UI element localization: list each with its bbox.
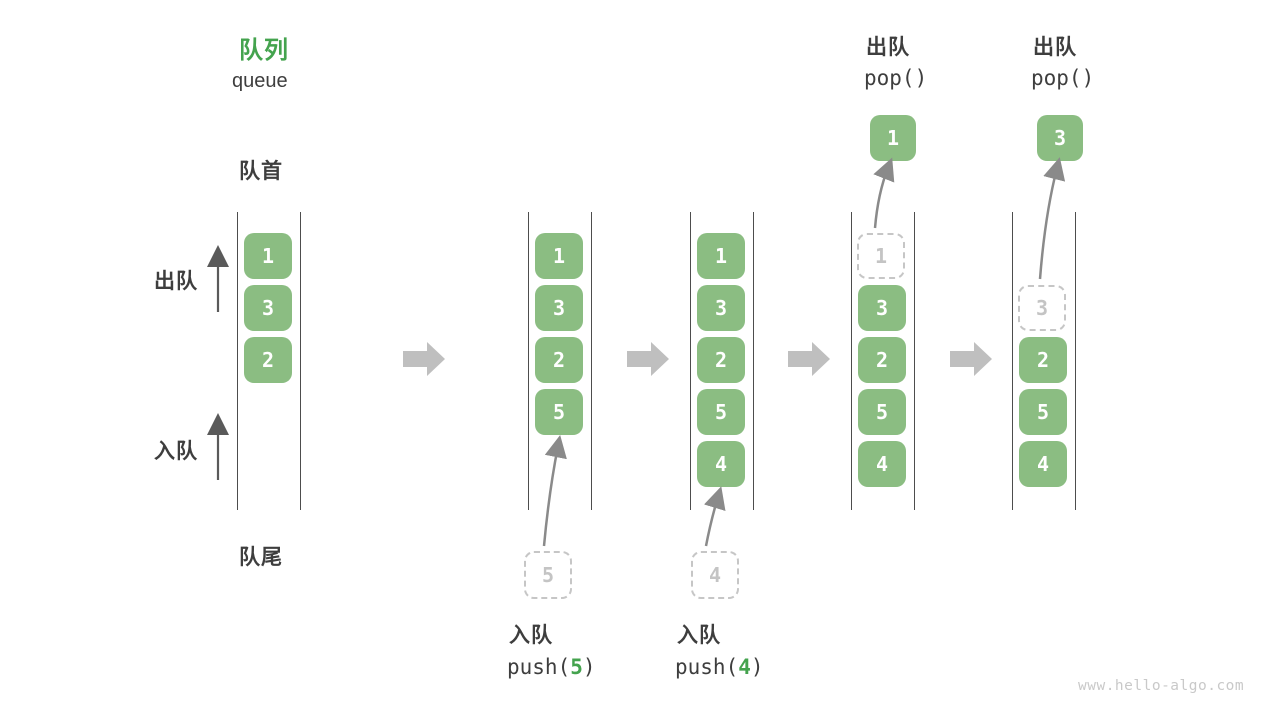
queue-cell: 1: [535, 233, 583, 279]
diagram-title-en: queue: [232, 70, 288, 92]
queue-cell: 3: [697, 285, 745, 331]
queue-cell: 3: [535, 285, 583, 331]
queue-cell: 3: [858, 285, 906, 331]
code-push-5-close: ): [582, 655, 596, 679]
queue-cell: 5: [858, 389, 906, 435]
code-push-5-arg: 5: [570, 655, 583, 679]
code-pop-1: pop(): [864, 66, 928, 90]
label-enqueue-left: 入队: [154, 440, 198, 463]
queue-cell: 2: [244, 337, 292, 383]
label-queue-rear: 队尾: [239, 546, 283, 569]
step-arrow-icon-2: [627, 342, 669, 376]
step-arrow-icon-1: [403, 342, 445, 376]
queue-cell: 2: [697, 337, 745, 383]
queue-cell: 2: [1019, 337, 1067, 383]
popped-box-3: 3: [1037, 115, 1083, 161]
queue-column-1: 1 3 2: [237, 212, 301, 510]
queue-cell: 1: [244, 233, 292, 279]
watermark: www.hello-algo.com: [1078, 678, 1245, 694]
diagram-title-zh: 队列: [239, 37, 289, 64]
queue-column-2: 1 3 2 5: [528, 212, 592, 510]
queue-cell: 4: [1019, 441, 1067, 487]
code-push-4-close: ): [750, 655, 764, 679]
queue-cell: 2: [535, 337, 583, 383]
code-push-4-arg: 4: [738, 655, 751, 679]
code-push-5: push(5): [507, 655, 596, 679]
queue-cell: 5: [1019, 389, 1067, 435]
queue-column-5: 3 2 5 4: [1012, 212, 1076, 510]
code-push-4: push(4): [675, 655, 764, 679]
step-arrow-icon-3: [788, 342, 830, 376]
queue-cell: 3: [244, 285, 292, 331]
queue-cell: 5: [535, 389, 583, 435]
code-push-4-fn: push(: [675, 655, 739, 679]
queue-cell: 4: [697, 441, 745, 487]
step-arrow-icon-4: [950, 342, 992, 376]
code-pop-2: pop(): [1031, 66, 1095, 90]
queue-cell: 1: [697, 233, 745, 279]
queue-cell: 3: [1018, 285, 1066, 331]
label-dequeue-op-2: 出队: [1033, 36, 1077, 59]
label-enqueue-op-2: 入队: [677, 624, 721, 647]
queue-cell: 1: [857, 233, 905, 279]
queue-cell: 5: [697, 389, 745, 435]
label-dequeue-op-1: 出队: [866, 36, 910, 59]
popped-box-1: 1: [870, 115, 916, 161]
label-dequeue-left: 出队: [154, 270, 198, 293]
queue-cell: 2: [858, 337, 906, 383]
queue-column-4: 1 3 2 5 4: [851, 212, 915, 510]
code-push-5-fn: push(: [507, 655, 571, 679]
queue-cell: 4: [858, 441, 906, 487]
pending-box-push-4: 4: [691, 551, 739, 599]
pending-box-push-5: 5: [524, 551, 572, 599]
queue-column-3: 1 3 2 5 4: [690, 212, 754, 510]
label-enqueue-op-1: 入队: [509, 624, 553, 647]
label-queue-front: 队首: [239, 160, 283, 183]
